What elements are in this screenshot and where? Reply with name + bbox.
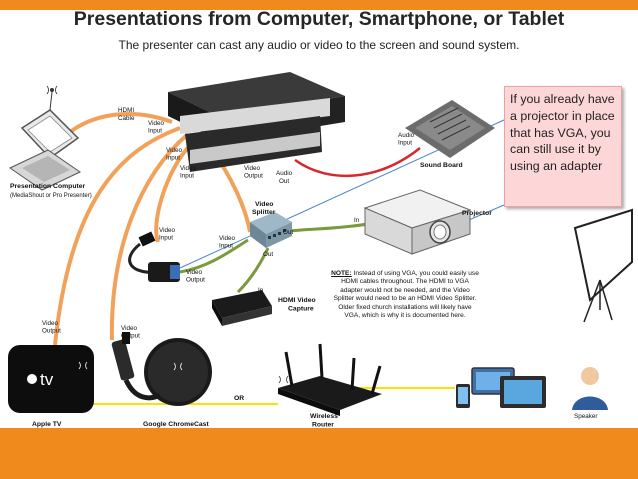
label-sound-board: Sound Board [420, 162, 463, 169]
projector [363, 189, 472, 255]
top-accent-bar [0, 0, 638, 10]
apple-tv-logo-text: tv [40, 370, 54, 389]
apple-logo-icon [27, 374, 37, 384]
projection-screen [573, 208, 633, 323]
sound-board [405, 100, 495, 158]
label-projector-in: In [354, 217, 360, 224]
bottom-accent-bar [0, 428, 638, 479]
hdmi-switch [168, 72, 345, 172]
wireless-router [278, 343, 382, 416]
note-body: Instead of using VGA, you could easily u… [333, 270, 479, 320]
wifi-signal-icon-appletv [78, 361, 88, 370]
label-splitter-out-1: Out [283, 229, 293, 236]
page-subtitle: The presenter can cast any audio or vide… [118, 38, 520, 52]
label-or: OR [234, 395, 244, 402]
presentation-computer-laptop [9, 88, 81, 191]
google-chromecast [111, 332, 212, 406]
hdmi-cable-computer-to-switch [68, 112, 173, 134]
vga-cable-adapter-to-splitter [179, 238, 249, 274]
hdmi-video-capture-device [212, 290, 272, 326]
note-prefix: NOTE: [331, 270, 352, 277]
hdmi-to-vga-adapter [138, 231, 180, 282]
label-splitter-out-2: Out [263, 251, 273, 258]
hdmi-cable-to-apple-tv [53, 126, 181, 346]
hdmi-cable-to-chromecast [109, 132, 190, 341]
label-capture-in: In [258, 287, 264, 294]
label-google-chromecast: Google ChromeCast [143, 421, 209, 428]
speaker-devices [456, 367, 546, 408]
wifi-signal-icon-laptop [46, 85, 58, 95]
video-splitter [250, 212, 292, 248]
hdmi-note: NOTE: Instead of using VGA, you could ea… [330, 270, 480, 320]
label-speaker: Speaker [574, 413, 597, 420]
label-projector: Projector [462, 210, 492, 217]
vga-cable-splitter-to-projector [281, 222, 369, 234]
page-title: Presentations from Computer, Smartphone,… [73, 8, 565, 30]
vga-adapter-callout: If you already have a projector in place… [504, 86, 622, 207]
label-presentation-computer: Presentation Computer [10, 183, 86, 190]
label-presentation-computer-sub: (MediaShout or Pro Presenter) [10, 193, 92, 199]
label-apple-tv: Apple TV [32, 421, 62, 428]
wifi-signal-icon-chromecast [173, 362, 183, 371]
speaker-person-icon [572, 367, 608, 410]
apple-tv: tv [8, 345, 94, 413]
audio-cable-switch-to-sound-board [294, 147, 421, 177]
wifi-signal-icon-router [278, 375, 289, 384]
vga-cable-splitter-to-capture [236, 247, 270, 294]
